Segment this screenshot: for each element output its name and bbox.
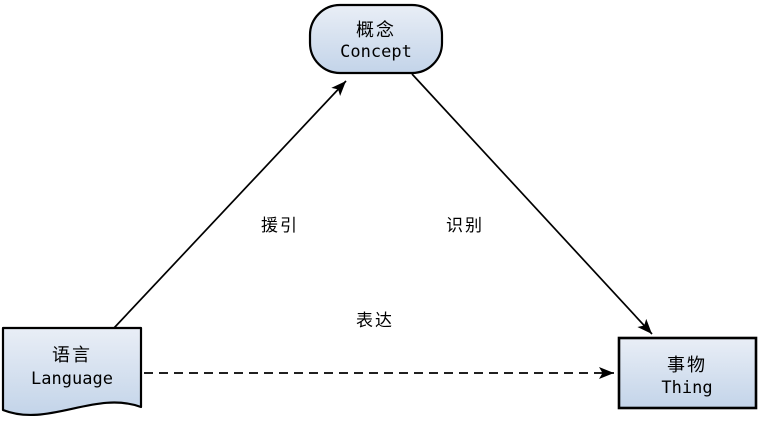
edge-concept-to-thing: 识别 xyxy=(411,73,653,335)
node-language-label-en: Language xyxy=(31,369,113,389)
node-thing-shape xyxy=(617,336,758,410)
node-language-shape xyxy=(1,326,143,416)
edge-language-to-concept: 援引 xyxy=(113,80,347,329)
node-concept-label-zh: 概念 xyxy=(356,19,396,41)
edge-concept-to-thing-label: 识别 xyxy=(446,216,484,236)
edge-concept-to-thing-line xyxy=(411,73,653,335)
edge-language-to-concept-line xyxy=(113,80,347,329)
edge-language-to-thing-label: 表达 xyxy=(356,311,394,331)
node-concept-shape xyxy=(308,3,444,75)
node-language: 语言 Language xyxy=(1,326,143,416)
node-thing-label-en: Thing xyxy=(661,378,712,398)
node-concept: 概念 Concept xyxy=(308,3,444,75)
edge-language-to-concept-label: 援引 xyxy=(261,216,299,236)
node-thing-label-zh: 事物 xyxy=(667,355,707,376)
edge-language-to-thing: 表达 xyxy=(144,311,614,379)
node-language-label-zh: 语言 xyxy=(52,345,92,366)
node-thing: 事物 Thing xyxy=(617,336,758,410)
node-concept-label-en: Concept xyxy=(340,42,412,62)
